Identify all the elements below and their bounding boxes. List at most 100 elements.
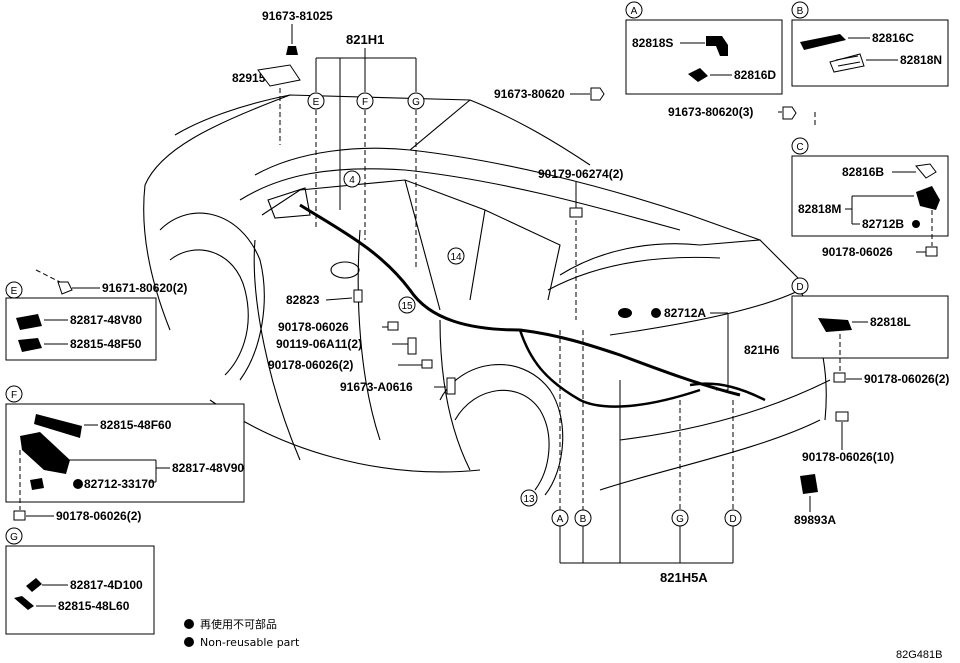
clamp-icon [829, 53, 865, 73]
non-reusable-mark-icon [651, 308, 661, 318]
label-91673-80620: 91673-80620 [494, 87, 565, 101]
grommet-icon [353, 289, 363, 303]
bolt-icon [782, 106, 797, 120]
protector-icon [916, 186, 940, 210]
label-90119-06A11: 90119-06A11(2) [276, 337, 362, 351]
label-821H6: 821H6 [744, 343, 780, 357]
label-90178-06026-2-d: 90178-06026(2) [864, 372, 949, 386]
label-82815-48F50: 82815-48F50 [70, 337, 142, 351]
callout-e: E [313, 97, 320, 108]
label-82712B: 82712B [862, 217, 904, 231]
legend: 再使用不可部品 Non-reusable part [184, 617, 300, 649]
detail-box-d: D 82818L 90178-06026(2) [791, 277, 949, 386]
protector-icon [14, 596, 34, 610]
legend-en: Non-reusable part [200, 636, 300, 649]
label-82816D: 82816D [734, 68, 776, 82]
label-91673-A0616: 91673-A0616 [340, 380, 413, 394]
legend-jp: 再使用不可部品 [200, 617, 277, 631]
callout-g-bottom: G [676, 514, 684, 525]
nut-icon [387, 321, 399, 331]
box-g-tag: G [10, 532, 18, 543]
clamp-icon [26, 578, 42, 592]
box-c-tag: C [796, 142, 803, 153]
label-90178-06026-2: 90178-06026(2) [268, 358, 353, 372]
label-82816B: 82816B [842, 165, 884, 179]
callout-a-bottom: A [557, 514, 564, 525]
label-90178-06026-c: 90178-06026 [822, 245, 893, 259]
label-82817-48V80: 82817-48V80 [70, 313, 142, 327]
callout-b-bottom: B [580, 514, 587, 525]
bracket-icon [257, 64, 301, 87]
label-82815-48L60: 82815-48L60 [58, 599, 130, 613]
clip-icon [618, 308, 632, 318]
label-82818M: 82818M [798, 202, 841, 216]
label-90178-06026: 90178-06026 [278, 320, 349, 334]
callout-g: G [412, 97, 420, 108]
clip-icon [30, 478, 44, 490]
label-82816C: 82816C [872, 31, 914, 45]
non-reusable-mark-icon [73, 479, 83, 489]
label-82712A: 82712A [664, 306, 706, 320]
callout-d-bottom: D [729, 514, 736, 525]
clip-icon [915, 163, 937, 179]
box-a-tag: A [631, 6, 638, 17]
box-a-frame [625, 19, 783, 95]
protector-icon [706, 36, 728, 56]
label-89893A: 89893A [794, 513, 836, 527]
nut-icon [569, 207, 583, 218]
non-reusable-mark-icon [184, 637, 194, 647]
vehicle-body [143, 94, 831, 496]
screw-icon [407, 337, 417, 355]
protector-icon [800, 34, 846, 50]
sensor-icon [800, 474, 818, 494]
clamp-icon [688, 68, 708, 82]
label-82915: 82915 [232, 71, 266, 85]
bolt-icon [57, 281, 73, 295]
non-reusable-mark-icon [912, 220, 920, 228]
detail-box-g: G 82817-4D100 82815-48L60 [5, 527, 155, 635]
box-d-frame [791, 295, 949, 359]
box-b-tag: B [797, 6, 804, 17]
label-821H5A: 821H5A [660, 570, 708, 585]
protector-icon [18, 338, 42, 352]
detail-box-a: A 82818S 82816D [625, 1, 783, 95]
nut-icon [421, 359, 433, 369]
detail-box-b: B 82816C 82818N [791, 1, 949, 87]
label-82818S: 82818S [632, 36, 673, 50]
callout-4: 4 [349, 175, 355, 186]
label-90179-06274-2: 90179-06274(2) [538, 167, 623, 181]
label-82818N: 82818N [900, 53, 942, 67]
main-callouts: 91673-81025 82915 821H1 E F G 4 14 15 [232, 9, 894, 585]
box-f-tag: F [11, 390, 17, 401]
label-91673-81025: 91673-81025 [262, 9, 333, 23]
box-d-tag: D [796, 282, 803, 293]
label-82817-48V90: 82817-48V90 [172, 461, 244, 475]
protector-icon [818, 318, 852, 332]
bolt-icon [590, 87, 605, 101]
label-90178-06026-2-f: 90178-06026(2) [56, 509, 141, 523]
label-91673-80620-3: 91673-80620(3) [668, 105, 753, 119]
detail-box-e: E 91671-80620(2) 82817-48V80 82815-48F50 [5, 269, 187, 361]
bolt-icon [286, 46, 298, 55]
nut-icon [925, 246, 938, 257]
protector-icon [34, 414, 82, 438]
label-90178-06026-10: 90178-06026(10) [802, 450, 894, 464]
callout-15: 15 [401, 301, 413, 312]
box-e-tag: E [11, 286, 18, 297]
bracket-icon [20, 432, 70, 474]
label-82818L: 82818L [870, 315, 911, 329]
label-91671-80620-2: 91671-80620(2) [102, 281, 187, 295]
clamp-icon [16, 314, 42, 330]
nut-icon [833, 372, 846, 383]
callout-14: 14 [450, 252, 462, 263]
label-821H1: 821H1 [346, 32, 384, 47]
label-82817-4D100: 82817-4D100 [70, 578, 143, 592]
nut-icon [13, 510, 26, 521]
callout-13: 13 [523, 494, 535, 505]
nut-icon [835, 411, 849, 422]
detail-box-c: C 82816B 82818M 82712B 90178-06026 [791, 137, 949, 259]
label-82815-48F60: 82815-48F60 [100, 418, 172, 432]
label-82823: 82823 [286, 293, 320, 307]
